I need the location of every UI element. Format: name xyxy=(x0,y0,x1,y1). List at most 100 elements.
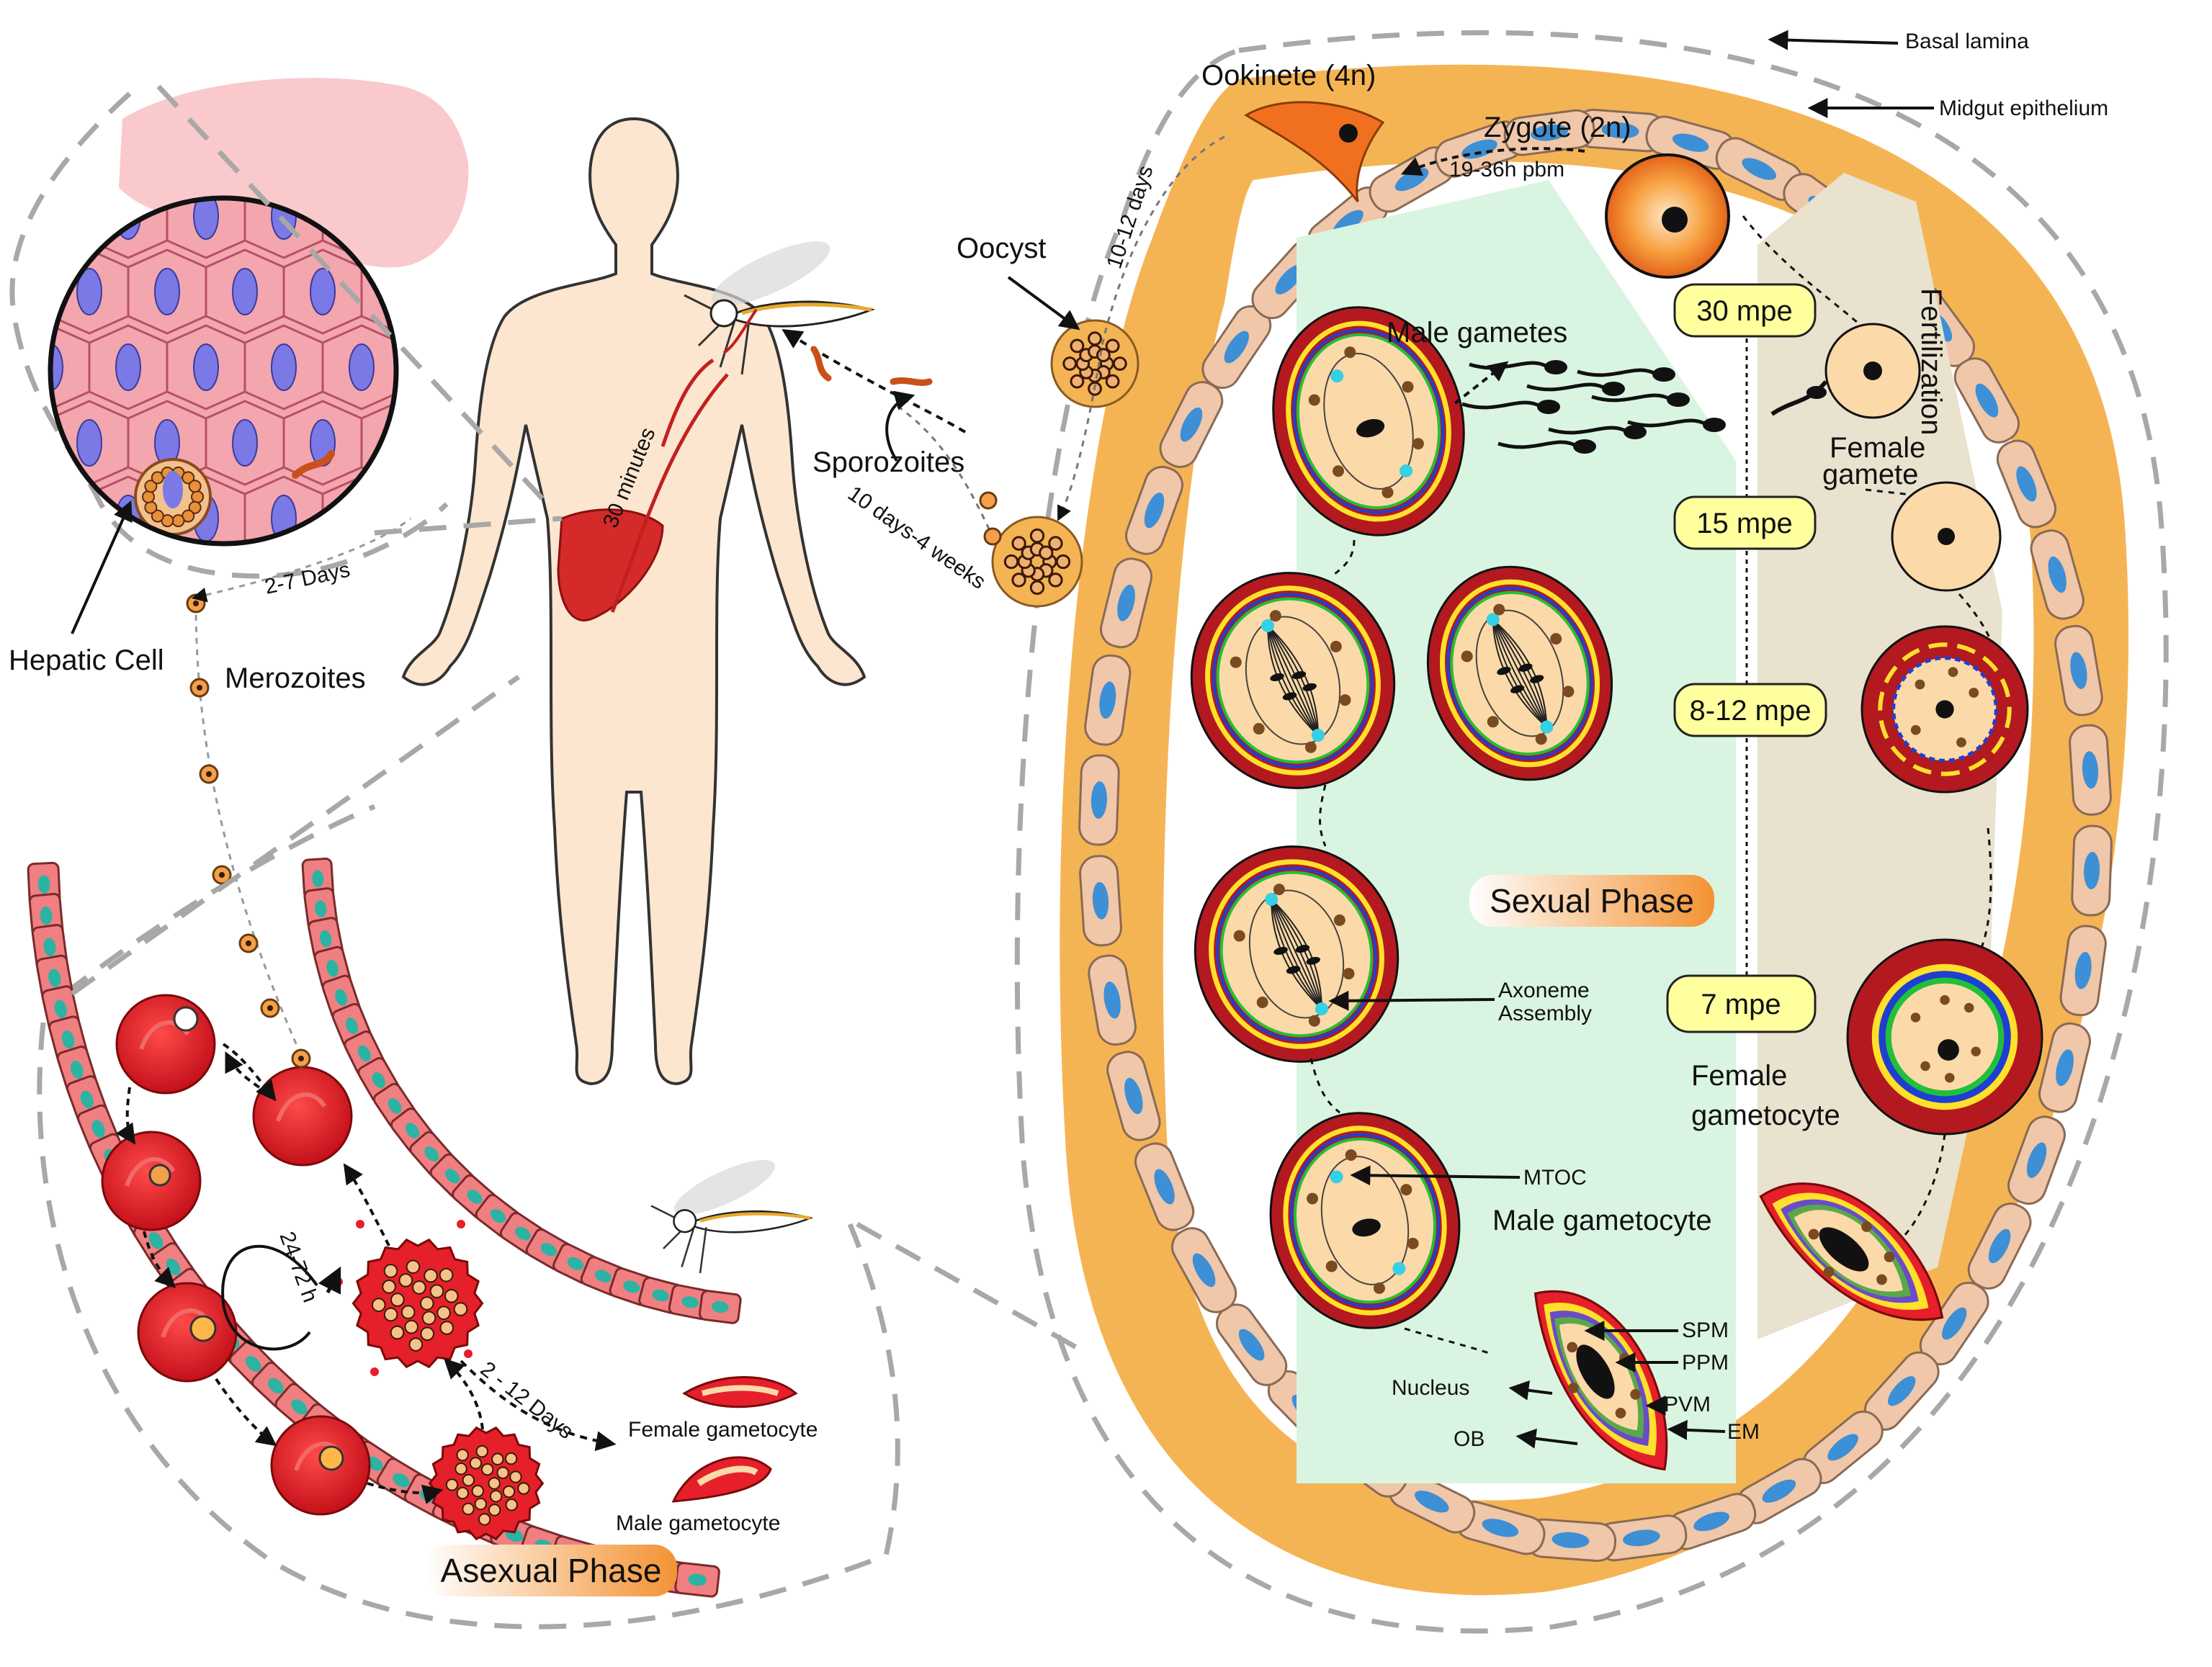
osmiophilic-body xyxy=(1233,930,1245,942)
osmiophilic-body xyxy=(1550,633,1562,645)
schizont-merozoite xyxy=(488,1504,501,1517)
epithelial-nucleus xyxy=(1975,383,1999,418)
schizont-merozoite xyxy=(475,1444,488,1458)
male-gametocyte-membrane xyxy=(1289,1133,1441,1308)
schizont-merozoite xyxy=(453,1302,468,1316)
male-gamete-head xyxy=(1573,439,1596,454)
osmiophilic-body xyxy=(1373,1282,1385,1294)
crescent-nucleus xyxy=(1819,1227,1869,1272)
oocyst-arrow xyxy=(1007,276,1080,331)
male-path xyxy=(1309,539,1356,1114)
oocyst-sporozoite xyxy=(1003,554,1019,570)
midgut-epithelium-label: Midgut epithelium xyxy=(1939,96,2108,120)
chromosome xyxy=(1270,673,1284,681)
osmiophilic-body xyxy=(1915,679,1925,690)
time-pill-15-text: 15 mpe xyxy=(1696,508,1792,539)
merozoite-nucleus xyxy=(267,1005,273,1011)
hepatocyte-nucleus xyxy=(50,343,63,391)
chromosome xyxy=(1302,683,1317,691)
osmiophilic-body xyxy=(1230,656,1242,668)
vessel-nucleus xyxy=(540,1243,557,1257)
male-gamete-flagellum xyxy=(1591,393,1673,403)
vessel-nucleus xyxy=(623,1280,640,1293)
osmiophilic-body xyxy=(1940,994,1950,1005)
schizont-merozoite xyxy=(419,1296,434,1311)
schizont-merozoite xyxy=(406,1259,421,1275)
schizont-merozoite xyxy=(455,1462,467,1475)
time-pill-30-text: 30 mpe xyxy=(1696,295,1792,327)
mtoc-icon xyxy=(1315,1002,1328,1016)
epithelial-nucleus xyxy=(1092,881,1109,920)
vessel-nucleus xyxy=(358,1045,371,1062)
pvm-label: PVM xyxy=(1664,1393,1711,1416)
hepatocyte xyxy=(50,475,91,544)
oocyst-sporozoite xyxy=(1112,356,1127,371)
small-male-gametocyte-icon xyxy=(671,1456,772,1503)
rupture-fragment xyxy=(370,1367,379,1376)
epithelial-nucleus xyxy=(2016,466,2037,502)
schizont-merozoite xyxy=(480,1462,494,1476)
osmiophilic-body xyxy=(1567,1342,1578,1353)
vessel-nucleus xyxy=(245,1356,261,1372)
epithelial-nucleus xyxy=(1461,139,1497,159)
schizont-merozoite xyxy=(505,1498,518,1511)
epithelial-nucleus xyxy=(2026,1142,2047,1178)
rupture-fragment xyxy=(356,1220,364,1228)
osmiophilic-body xyxy=(1308,1015,1320,1027)
basal-lamina-label: Basal lamina xyxy=(1905,30,2029,53)
male-gametocyte-membrane xyxy=(1216,866,1377,1042)
liver-connector xyxy=(374,516,563,536)
spindle-fiber xyxy=(1271,899,1322,1010)
uninfected-red-blood-cell xyxy=(252,1066,353,1167)
small-gametocyte-cytoplasm xyxy=(697,1465,758,1486)
crescent-nucleus xyxy=(1576,1344,1615,1399)
epithelial-nucleus xyxy=(1224,331,1249,364)
epithelial-nucleus xyxy=(1117,584,1135,621)
sporozoite-icon xyxy=(979,491,998,510)
nucleus-label: Nucleus xyxy=(1392,1376,1469,1400)
spindle-fiber xyxy=(1492,619,1548,728)
vessel-nucleus xyxy=(80,1090,94,1109)
mtoc-label: MTOC xyxy=(1523,1166,1587,1190)
axoneme-arrow xyxy=(1328,990,1495,1011)
time-pill-7: 7 mpe xyxy=(1666,974,1817,1033)
oocyst-sporozoite xyxy=(1096,348,1111,363)
male-gamete-head xyxy=(1806,386,1827,399)
sporozoite-callout xyxy=(885,390,915,462)
hepatocyte-nucleus xyxy=(232,419,258,467)
osmiophilic-body xyxy=(1562,686,1575,698)
epithelial-cell xyxy=(1134,1142,1195,1231)
merozoites-label: Merozoites xyxy=(225,662,366,694)
epithelial-cell xyxy=(1666,1493,1757,1550)
male-gametocyte-membrane xyxy=(1292,328,1445,514)
cycle-time-label: 24-72 h xyxy=(274,1228,322,1306)
mosquito-icon xyxy=(650,1159,814,1274)
osmiophilic-body xyxy=(1382,486,1394,498)
hepatocyte-nucleus xyxy=(163,471,183,508)
osmiophilic-body xyxy=(1971,1046,1981,1056)
male-gamete-flagellum xyxy=(1577,368,1658,377)
spindle-fiber xyxy=(1492,619,1548,728)
epithelial-nucleus xyxy=(1482,1519,1519,1537)
gametocyte-nucleus xyxy=(1938,1039,1959,1061)
schizont-merozoite xyxy=(390,1293,405,1307)
male-gamete-head xyxy=(1602,382,1625,396)
osmiophilic-body xyxy=(1884,1252,1895,1262)
spindle-fiber xyxy=(1492,619,1548,727)
vessel-nucleus xyxy=(48,969,61,987)
male-gamete-head xyxy=(1667,392,1690,407)
male-nucleus xyxy=(1352,1218,1381,1237)
osmiophilic-body xyxy=(1535,733,1547,745)
sporozoite-arrow xyxy=(782,328,967,433)
male-gametocyte-membrane xyxy=(1286,320,1451,522)
male-gamete-head xyxy=(1624,425,1647,439)
hepatic-cell-arrow xyxy=(71,500,133,634)
hepatocyte xyxy=(50,198,91,259)
hepatic-merozoite xyxy=(151,509,164,523)
epithelial-cell xyxy=(2059,925,2107,1017)
basal-lamina-outline xyxy=(1014,30,2169,1634)
schizont-merozoite xyxy=(371,1298,386,1313)
mtoc-icon xyxy=(1265,892,1279,906)
vessel-nucleus xyxy=(567,1257,584,1270)
